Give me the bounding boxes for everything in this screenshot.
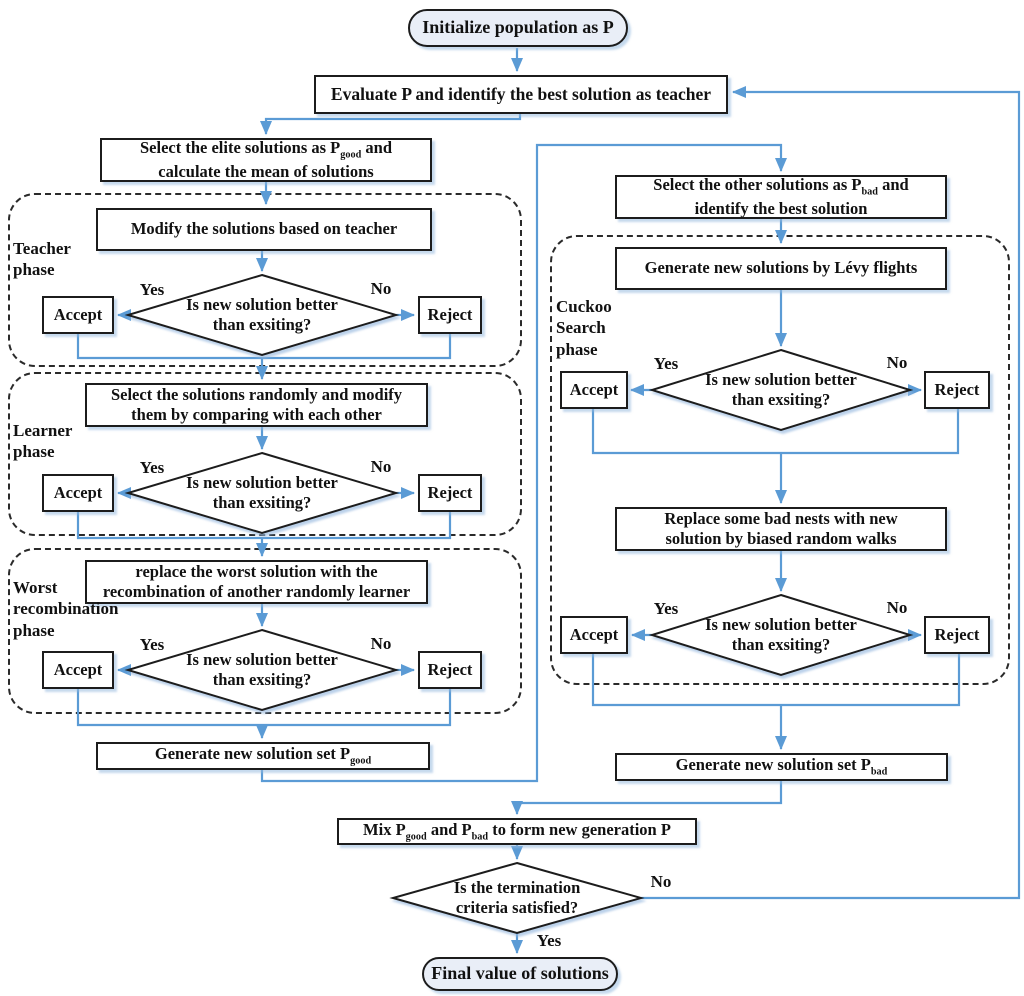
accept-box-2: Accept [42,474,114,512]
accept-box-1: Accept [42,296,114,334]
replace-worst-box: replace the worst solution with the reco… [85,560,428,604]
yes-label-1: Yes [139,280,165,299]
accept-box-3: Accept [42,651,114,689]
no-label-3: No [370,634,392,653]
yes-label-3: Yes [139,635,165,654]
route-gen-pgood-to-select-other [260,143,787,783]
yes-label-r1: Yes [653,354,679,373]
termination-diamond [389,861,645,935]
generate-pbad-box: Generate new solution set Pbad [615,753,948,781]
decision2-text: Is new solution better than exsiting? [186,472,338,512]
modify-solutions-box: Modify the solutions based on teacher [96,208,432,251]
learner-phase-label: Learner phase [13,421,73,462]
no-label-r2: No [886,598,908,617]
decisionR1-diamond [648,348,914,432]
replace-nests-box: Replace some bad nests with new solution… [615,507,947,551]
start-terminal: Initialize population as P [408,9,628,47]
merge-line-row1 [76,334,452,360]
decision2-diamond [124,451,400,535]
reject-box-r2: Reject [924,616,990,654]
yes-label-termination: Yes [536,931,562,950]
decision3-text: Is new solution better than exsiting? [186,649,338,689]
reject-box-3: Reject [418,651,482,689]
no-label-r1: No [886,353,908,372]
final-terminal: Final value of solutions [422,957,618,991]
no-label-2: No [370,457,392,476]
decisionR1-text: Is new solution better than exsiting? [705,369,857,409]
no-label-1: No [370,279,392,298]
yes-label-r2: Yes [653,599,679,618]
reject-box-1: Reject [418,296,482,334]
decision1-text: Is new solution better than exsiting? [186,294,338,334]
decisionR2-text: Is new solution better than exsiting? [705,614,857,654]
yes-label-2: Yes [139,458,165,477]
accept-box-r1: Accept [560,371,628,409]
reject-box-2: Reject [418,474,482,512]
no-label-termination: No [650,872,672,891]
merge-line-rowR2 [591,654,961,707]
decision3-diamond [124,628,400,712]
route-gen-pbad-to-mix [511,781,783,815]
merge-line-row2 [76,512,452,540]
teacher-phase-label: Teacher phase [13,239,71,280]
route-termination-no-feedback [641,86,1021,900]
evaluate-box: Evaluate P and identify the best solutio… [314,75,728,114]
decision1-diamond [124,273,400,357]
cuckoo-phase-label: Cuckoo Search phase [556,297,612,359]
select-random-box: Select the solutions randomly and modify… [85,383,428,427]
accept-box-r2: Accept [560,616,628,654]
mix-box: Mix Pgood and Pbad to form new generatio… [337,818,697,845]
reject-box-r1: Reject [924,371,990,409]
arrow-evaluate-to-select-elite [260,114,522,135]
levy-flights-box: Generate new solutions by Lévy flights [615,247,947,290]
decisionR2-diamond [648,593,914,677]
merge-line-rowR1 [591,409,960,455]
termination-text: Is the termination criteria satisfied? [453,877,581,917]
worst-phase-label: Worst recombination phase [13,578,119,640]
generate-pgood-box: Generate new solution set Pgood [96,742,430,770]
